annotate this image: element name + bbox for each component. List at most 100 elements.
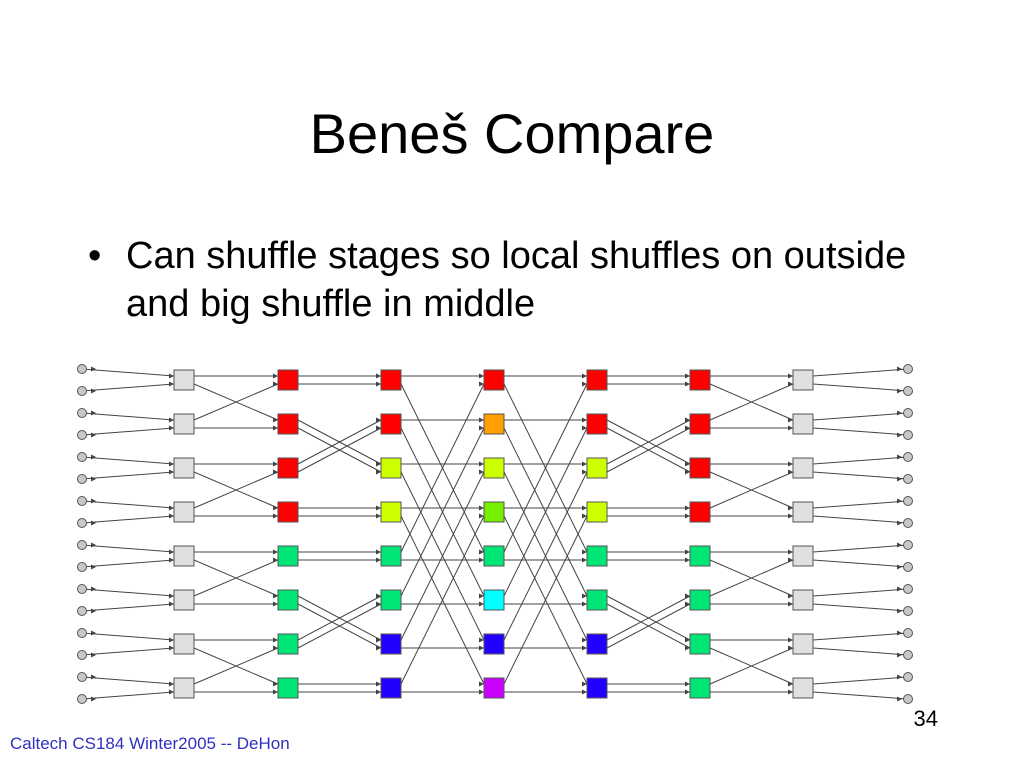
input-wire: [81, 603, 175, 612]
switch-box: [689, 501, 711, 523]
interstage-wire: [709, 471, 794, 509]
input-terminal: [77, 606, 87, 616]
wire-arrow: [479, 593, 484, 599]
slide-title: Beneš Compare: [309, 102, 715, 165]
switch-box: [586, 501, 608, 523]
input-terminal: [77, 540, 87, 550]
wire-arrow: [582, 373, 587, 379]
wire-arrow: [788, 593, 793, 599]
switch-box: [380, 677, 402, 699]
wire-arrow: [376, 469, 381, 475]
output-terminal: [903, 452, 913, 462]
wire-arrow: [582, 689, 587, 695]
output-wire: [812, 412, 909, 421]
wire-arrow: [897, 388, 902, 394]
wire-arrow: [897, 630, 902, 636]
wire-arrow: [273, 645, 278, 651]
interstage-wire: [193, 383, 279, 421]
output-terminal: [903, 408, 913, 418]
wire-arrow: [685, 601, 690, 607]
wire-arrow: [582, 681, 587, 687]
wire-arrow: [91, 366, 96, 372]
switch-box: [792, 501, 814, 523]
wire-arrow: [685, 645, 690, 651]
wire-arrow: [582, 417, 587, 423]
switch-box: [689, 413, 711, 435]
wire-arrow: [897, 652, 902, 658]
output-wire: [812, 515, 909, 524]
wire-arrow: [582, 505, 587, 511]
switch-box: [483, 589, 505, 611]
output-terminal: [903, 540, 913, 550]
switch-box: [277, 413, 299, 435]
wire-arrow: [897, 454, 902, 460]
interstage-wire: [606, 427, 691, 473]
interstage-wire: [193, 559, 279, 597]
switch-box: [380, 501, 402, 523]
switch-box: [792, 369, 814, 391]
output-terminal: [903, 386, 913, 396]
wire-arrow: [788, 461, 793, 467]
bullet-marker: •: [88, 235, 102, 277]
output-terminal: [903, 562, 913, 572]
input-terminal: [77, 518, 87, 528]
output-wire: [812, 603, 909, 612]
wire-arrow: [273, 381, 278, 387]
input-terminal: [77, 694, 87, 704]
input-terminal: [77, 628, 87, 638]
input-wire: [81, 676, 175, 685]
wire-arrow: [91, 454, 96, 460]
wire-arrow: [273, 417, 278, 423]
wire-arrow: [273, 425, 278, 431]
wire-arrow: [685, 469, 690, 475]
wire-arrow: [169, 601, 174, 607]
switch-box: [792, 545, 814, 567]
wire-arrow: [479, 549, 484, 555]
bullet-list: • Can shuffle stages so local shuffles o…: [88, 232, 948, 328]
wire-arrow: [91, 410, 96, 416]
input-terminal: [77, 562, 87, 572]
wire-arrow: [788, 425, 793, 431]
wire-arrow: [685, 461, 690, 467]
wire-arrow: [169, 505, 174, 511]
wire-arrow: [169, 637, 174, 643]
wire-arrow: [479, 381, 484, 387]
wire-arrow: [169, 681, 174, 687]
interstage-wire: [606, 419, 691, 465]
wire-arrow: [169, 593, 174, 599]
wire-arrow: [376, 461, 381, 467]
interstage-wire: [193, 647, 279, 685]
wire-arrow: [582, 425, 587, 431]
switch-box: [586, 369, 608, 391]
interstage-wire: [400, 383, 485, 553]
wire-arrow: [91, 498, 96, 504]
switch-box: [586, 633, 608, 655]
wire-arrow: [376, 637, 381, 643]
input-wire: [81, 456, 175, 465]
input-terminal: [77, 584, 87, 594]
wire-arrow: [479, 557, 484, 563]
wire-arrow: [788, 417, 793, 423]
interstage-wire: [709, 559, 794, 597]
input-wire: [81, 647, 175, 656]
switch-box: [380, 633, 402, 655]
interstage-wire: [297, 419, 382, 465]
wire-arrow: [376, 425, 381, 431]
input-wire: [81, 632, 175, 641]
wire-arrow: [788, 681, 793, 687]
output-terminal: [903, 584, 913, 594]
wire-arrow: [582, 469, 587, 475]
wire-arrow: [479, 373, 484, 379]
switch-box: [380, 457, 402, 479]
output-wire: [812, 588, 909, 597]
wire-arrow: [897, 498, 902, 504]
page-number: 34: [913, 706, 938, 731]
input-wire: [81, 412, 175, 421]
benes-network-diagram: [77, 364, 913, 704]
input-wire: [81, 500, 175, 509]
wire-arrow: [91, 696, 96, 702]
wire-arrow: [91, 608, 96, 614]
wire-arrow: [91, 432, 96, 438]
output-wire: [812, 471, 909, 480]
output-terminal: [903, 518, 913, 528]
